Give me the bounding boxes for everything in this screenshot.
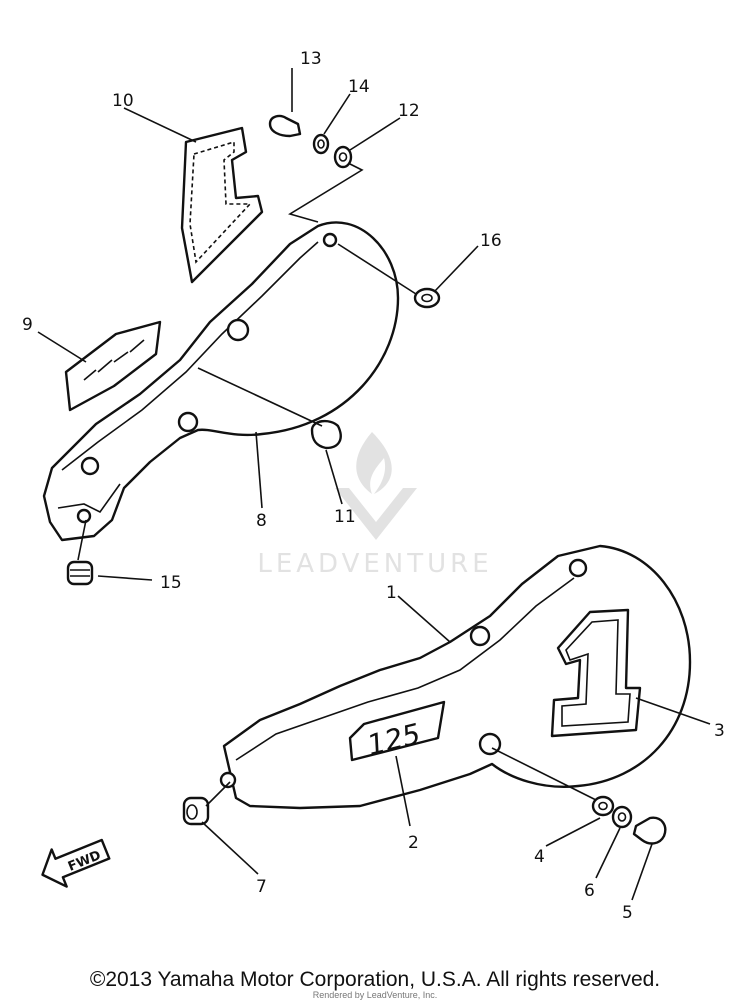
part-11-cap	[310, 419, 342, 450]
part-15-grommet	[66, 560, 94, 586]
part-2-emblem: 125	[348, 700, 446, 762]
callout-15: 15	[160, 573, 182, 593]
part-5-bolt	[632, 816, 667, 845]
part-1-crankcase-cover: 125	[219, 544, 692, 810]
part-9-decal	[64, 320, 162, 412]
callout-6: 6	[584, 881, 595, 901]
callout-7: 7	[256, 877, 267, 897]
callout-2: 2	[408, 833, 419, 853]
part-13-bolt	[268, 114, 302, 138]
rendered-by-note: Rendered by LeadVenture, Inc.	[312, 990, 438, 1000]
callout-1: 1	[386, 583, 397, 603]
callout-14: 14	[348, 77, 370, 97]
part-8-inner-cover	[42, 221, 400, 542]
part-16-washer	[413, 287, 441, 309]
callout-labels: 1 2 3 4 5 6 7 8 9 10 11 12 13 14 15 16	[22, 49, 725, 923]
copyright-notice: ©2013 Yamaha Motor Corporation, U.S.A. A…	[89, 968, 661, 991]
callout-12: 12	[398, 101, 420, 121]
part-4-washer	[591, 795, 615, 817]
watermark-text: LEADVENTURE	[257, 549, 492, 579]
part-10-decal	[180, 126, 264, 284]
callout-4: 4	[534, 847, 545, 867]
part-12-collar	[333, 145, 353, 169]
part-14-washer	[312, 133, 330, 155]
callout-13: 13	[300, 49, 322, 69]
assembly-guide-lines	[77, 163, 597, 807]
callout-16: 16	[480, 231, 502, 251]
callout-8: 8	[256, 511, 267, 531]
leadventure-watermark: LEADVENTURE	[257, 432, 492, 579]
callout-10: 10	[112, 91, 134, 111]
part-6-washer	[611, 805, 633, 829]
callout-9: 9	[22, 315, 33, 335]
callout-11: 11	[334, 507, 356, 527]
callout-5: 5	[622, 903, 633, 923]
callout-leaders	[37, 68, 711, 901]
fwd-arrow-icon: FWD	[41, 838, 111, 888]
part-7-grommet	[182, 796, 210, 826]
callout-3: 3	[714, 721, 725, 741]
